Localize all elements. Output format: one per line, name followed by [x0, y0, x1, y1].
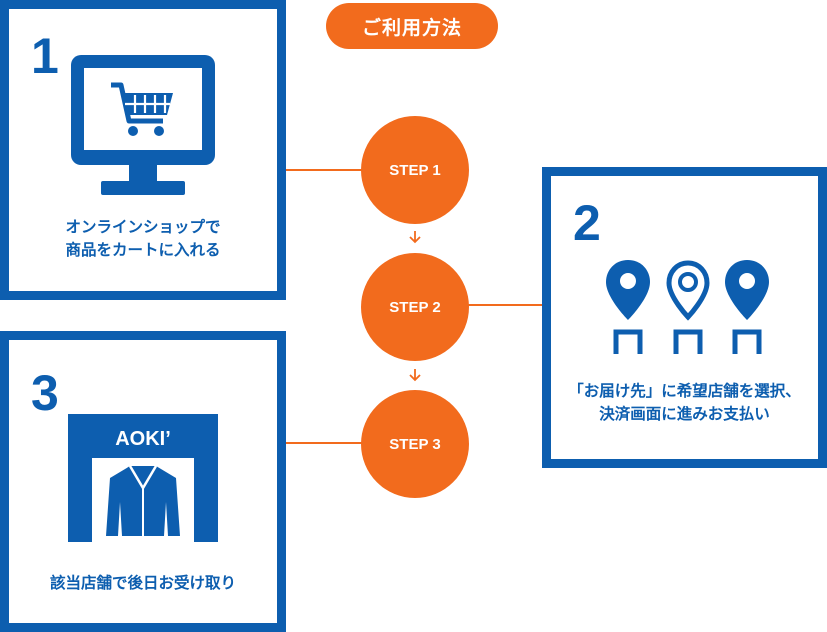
caption-line1: オンラインショップで	[65, 218, 221, 236]
page-title: ご利用方法	[326, 3, 498, 49]
step-3-circle: STEP 3	[361, 390, 469, 498]
map-pin-store-icon	[606, 260, 769, 354]
store-sign: AOKI’	[115, 428, 171, 450]
caption-line2: 決済画面に進みお支払い	[599, 405, 770, 423]
connector-step2	[468, 304, 542, 306]
step-2-box: 2 「お届け先」に希望店舗を選択、 決済画面に進みお支払い	[542, 167, 827, 468]
caption-line1: 該当店舗で後日お受け取り	[49, 574, 236, 592]
arrow-down-icon	[409, 231, 421, 244]
aoki-store-jacket-icon: AOKI’	[68, 414, 218, 542]
connector-step3	[286, 442, 362, 444]
step-2-circle: STEP 2	[361, 253, 469, 361]
computer-cart-icon	[71, 55, 215, 195]
caption-line1: 「お届け先」に希望店舗を選択、	[568, 382, 801, 400]
connector-step1	[286, 169, 362, 171]
step-3-box: 3 AOKI’ 該当店舗で後日お受け取り	[0, 331, 286, 632]
step-number: 1	[31, 28, 59, 84]
step-number: 2	[573, 195, 601, 251]
arrow-down-icon	[409, 369, 421, 382]
step-1-circle: STEP 1	[361, 116, 469, 224]
caption-line2: 商品をカートに入れる	[65, 241, 221, 259]
step-1-box: 1 オンラインショップで 商品をカートに入れる	[0, 0, 286, 300]
step-number: 3	[31, 365, 59, 421]
